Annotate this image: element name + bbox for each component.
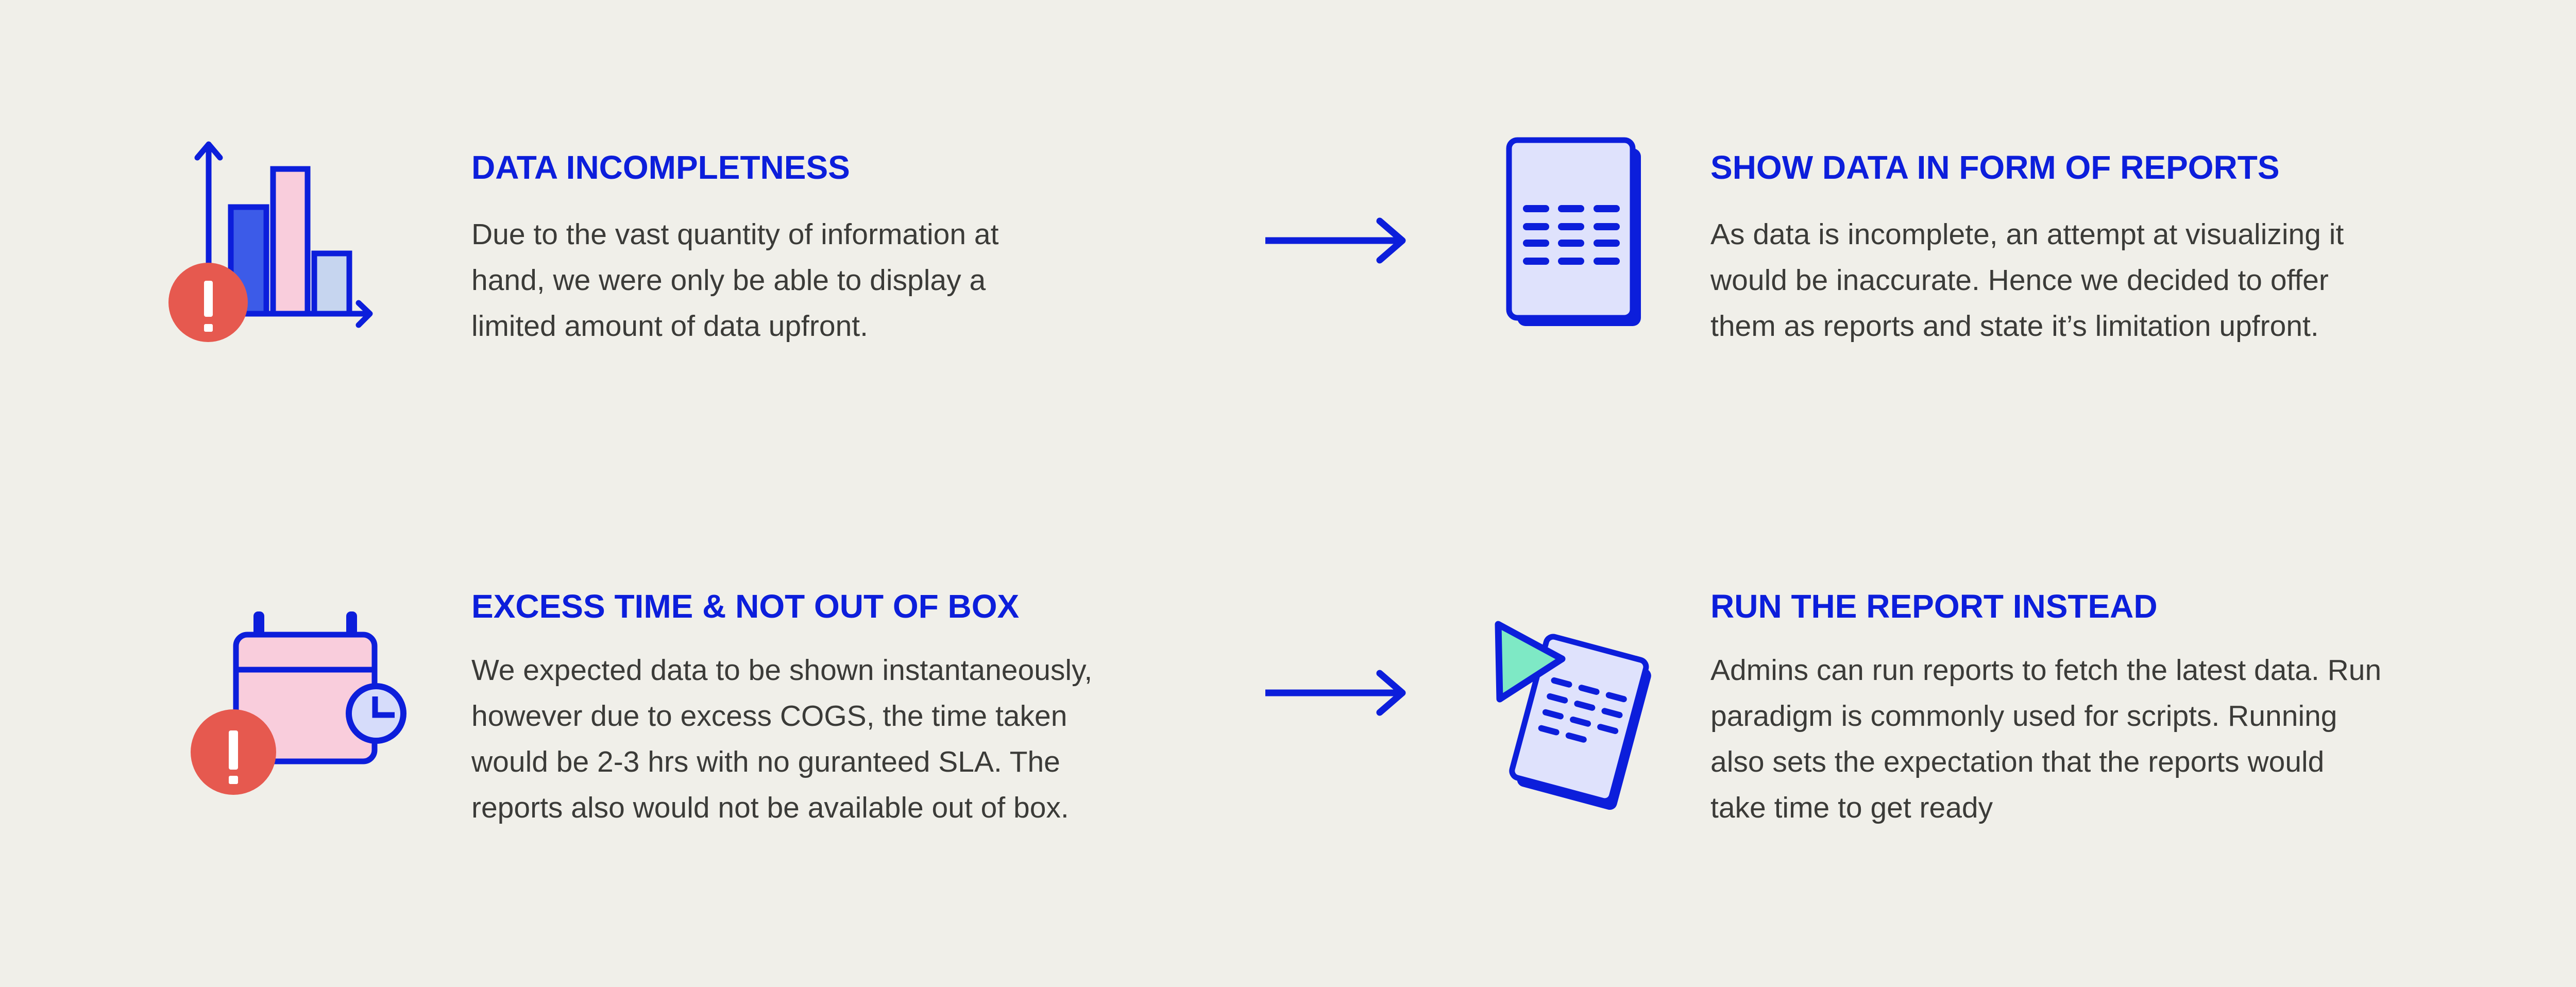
- body-line: limited amount of data upfront.: [471, 310, 868, 343]
- calendar-clock-warning-icon: [191, 611, 406, 795]
- card-title-data-incompleteness: DATA INCOMPLETNESS: [471, 149, 850, 186]
- card-title-excess-time: EXCESS TIME & NOT OUT OF BOX: [471, 588, 1020, 625]
- document-text-dashes: [1538, 677, 1627, 743]
- bar-chart-warning-icon: [168, 141, 373, 342]
- flow-arrow-icon: [1265, 217, 1406, 264]
- body-line: As data is incomplete, an attempt at vis…: [1710, 218, 2344, 251]
- flow-arrow-icon: [1265, 670, 1406, 716]
- play-triangle: [1495, 621, 1566, 703]
- body-line: reports also would not be available out …: [471, 791, 1069, 824]
- card-body-data-incompleteness: Due to the vast quantity of information …: [471, 212, 998, 349]
- exclamation-bar: [229, 730, 238, 770]
- bar-short: [311, 250, 352, 317]
- x-axis-arrowhead: [355, 300, 373, 328]
- body-line: would be inaccurate. Hence we decided to…: [1710, 264, 2329, 297]
- body-line: We expected data to be shown instantaneo…: [471, 654, 1093, 687]
- report-document-icon: [1506, 137, 1641, 326]
- body-line: would be 2-3 hrs with no guranteed SLA. …: [471, 745, 1060, 778]
- body-line: Admins can run reports to fetch the late…: [1710, 654, 2382, 687]
- bar-tall: [270, 166, 311, 317]
- y-axis-arrowhead: [194, 141, 223, 161]
- body-line: them as reports and state it’s limitatio…: [1710, 310, 2319, 343]
- card-title-run-report: RUN THE REPORT INSTEAD: [1710, 588, 2158, 625]
- body-line: however due to excess COGS, the time tak…: [471, 700, 1067, 733]
- run-report-play-icon: [1495, 621, 1651, 810]
- exclamation-dot: [204, 324, 213, 332]
- card-body-run-report: Admins can run reports to fetch the late…: [1710, 648, 2381, 831]
- body-line: take time to get ready: [1710, 791, 1993, 824]
- body-line: also sets the expectation that the repor…: [1710, 745, 2325, 778]
- document-text-dashes: [1523, 205, 1620, 265]
- exclamation-dot: [229, 776, 238, 784]
- card-body-show-data-reports: As data is incomplete, an attempt at vis…: [1710, 212, 2344, 349]
- body-line: paradigm is commonly used for scripts. R…: [1710, 700, 2337, 733]
- exclamation-bar: [204, 281, 213, 317]
- clock-hands: [372, 696, 395, 718]
- card-body-excess-time: We expected data to be shown instantaneo…: [471, 648, 1092, 831]
- body-line: Due to the vast quantity of information …: [471, 218, 999, 251]
- body-line: hand, we were only be able to display a: [471, 264, 986, 297]
- card-title-show-data-reports: SHOW DATA IN FORM OF REPORTS: [1710, 149, 2280, 186]
